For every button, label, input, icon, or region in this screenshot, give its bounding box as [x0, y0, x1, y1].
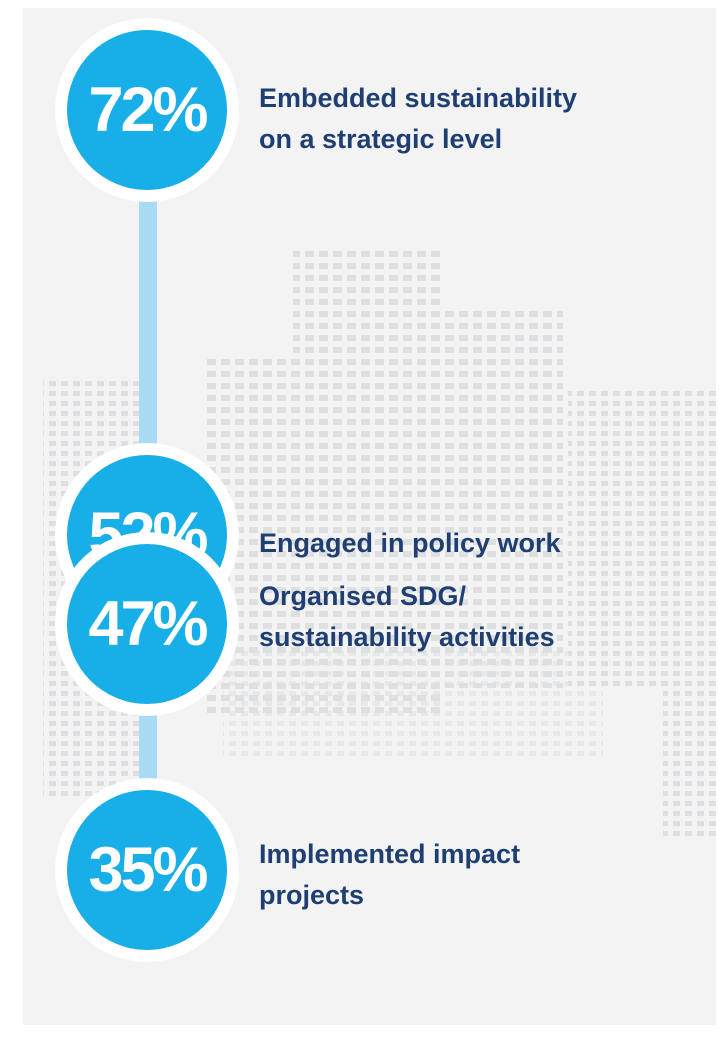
- percentage-value: 35%: [88, 834, 208, 905]
- milestone-item: 72% Embedded sustainability on a strateg…: [23, 18, 716, 202]
- percentage-value: 47%: [88, 588, 208, 659]
- percentage-badge: 35%: [55, 778, 239, 962]
- milestone-label: Engaged in policy work: [259, 528, 561, 558]
- milestone-label: Embedded sustainability on a strategic l…: [259, 83, 578, 154]
- percentage-value: 72%: [88, 74, 208, 145]
- percentage-badge: 47%: [55, 532, 239, 716]
- milestone-label: Organised SDG/ sustainability activities: [259, 581, 555, 652]
- percentage-badge: 72%: [55, 18, 239, 202]
- milestone-label: Implemented impact projects: [259, 839, 521, 910]
- milestone-item: 47% Organised SDG/ sustainability activi…: [23, 532, 716, 716]
- milestone-item: 35% Implemented impact projects: [23, 778, 716, 962]
- infographic-panel: 72% Embedded sustainability on a strateg…: [23, 8, 716, 1025]
